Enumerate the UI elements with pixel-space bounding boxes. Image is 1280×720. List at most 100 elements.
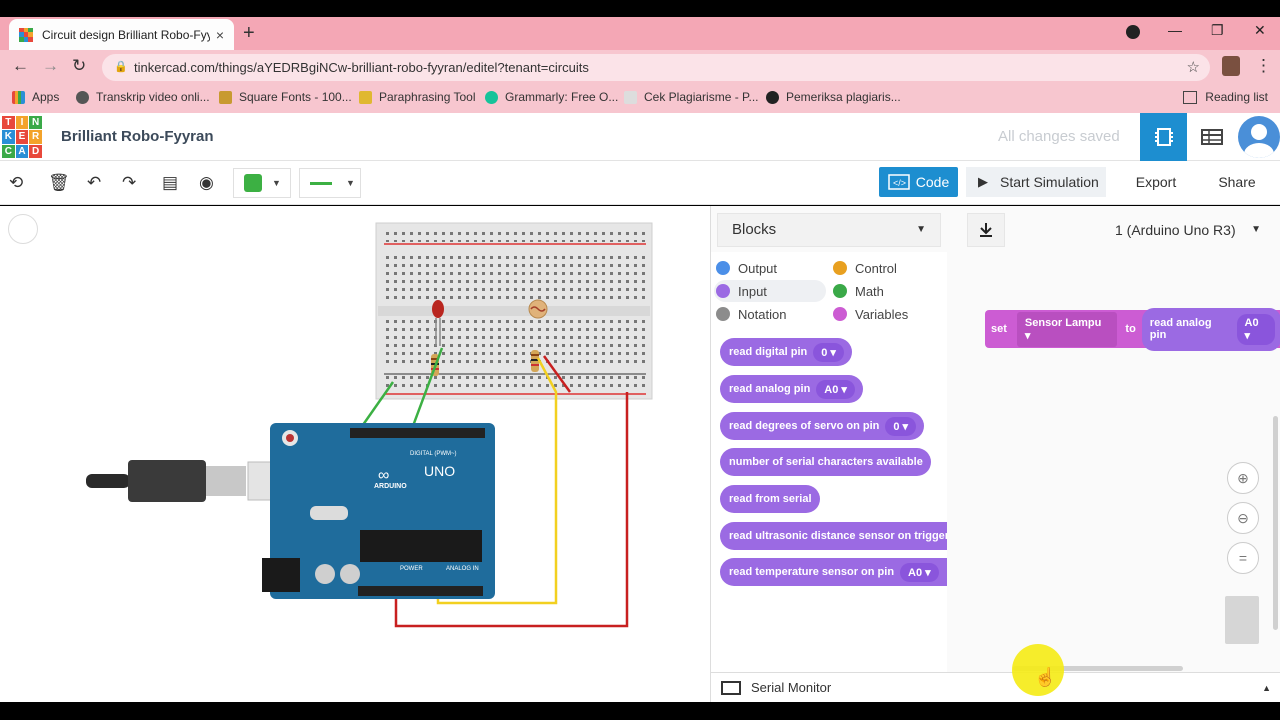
tab-title: Circuit design Brilliant Robo-Fyyran	[42, 27, 210, 42]
bookmark-square-fonts[interactable]: Square Fonts - 100...	[219, 90, 352, 104]
bookmark-label: Paraphrasing Tool	[379, 90, 476, 104]
wire-type-picker[interactable]: ▼	[299, 168, 361, 198]
media-control-icon[interactable]	[1126, 25, 1140, 39]
profile-avatar[interactable]	[1222, 56, 1240, 76]
breadboard[interactable]	[375, 222, 653, 400]
category-input[interactable]: Input	[714, 280, 826, 302]
board-name: UNO	[424, 463, 455, 479]
block-temperature[interactable]: read temperature sensor on pin A0 ▾	[720, 558, 947, 586]
block-label: read from serial	[729, 493, 812, 505]
bookmark-pemeriksa[interactable]: Pemeriksa plagiaris...	[766, 90, 901, 104]
category-output[interactable]: Output	[716, 257, 777, 279]
bookmark-apps[interactable]: Apps	[12, 90, 59, 104]
address-bar[interactable]: 🔒 tinkercad.com/things/aYEDRBgiNCw-brill…	[102, 54, 1210, 81]
tab-close-icon[interactable]: ×	[215, 26, 224, 43]
new-tab-button[interactable]: +	[243, 22, 255, 44]
export-button[interactable]: Export	[1135, 174, 1177, 190]
category-dot	[833, 261, 847, 275]
block-value: 0	[821, 346, 828, 359]
digital-header-label: DIGITAL (PWM~)	[410, 451, 457, 457]
arduino-board[interactable]: ∞ UNO ARDUINO DIGITAL (PWM~) ANALOG IN P…	[262, 423, 495, 599]
logo-letter: C	[2, 144, 15, 158]
table-icon	[1200, 129, 1223, 145]
reading-list[interactable]: Reading list	[1183, 90, 1268, 104]
bookmark-transkrip[interactable]: Transkrip video onli...	[76, 90, 210, 104]
browser-menu-icon[interactable]: ⋮	[1255, 56, 1272, 75]
category-notation[interactable]: Notation	[716, 303, 786, 325]
led[interactable]	[432, 300, 444, 346]
set-variable-block[interactable]: set Sensor Lampu ▾ to read analog pin A0…	[985, 307, 1280, 351]
category-variables[interactable]: Variables	[833, 303, 908, 325]
horizontal-scrollbar[interactable]	[1013, 666, 1183, 671]
undo-icon[interactable]: ↶	[87, 173, 102, 192]
block-read-serial[interactable]: read from serial	[720, 485, 820, 513]
notes-icon[interactable]: ▤	[162, 173, 179, 192]
code-button[interactable]: </> Code	[879, 167, 958, 197]
component-list-button[interactable]	[1188, 113, 1235, 161]
read-analog-pin-reporter[interactable]: read analog pin A0 ▾	[1141, 307, 1280, 351]
photoresistor[interactable]	[528, 299, 548, 319]
zoom-out-icon[interactable]: ⊖	[1227, 502, 1259, 534]
download-code-button[interactable]	[967, 213, 1005, 247]
grammarly-icon	[485, 90, 498, 104]
block-read-analog-pin[interactable]: read analog pin A0 ▾	[720, 375, 863, 403]
category-dot	[833, 284, 847, 298]
share-button[interactable]: Share	[1218, 174, 1256, 190]
window-close-icon[interactable]: ✕	[1254, 22, 1266, 38]
device-select[interactable]: 1 (Arduino Uno R3) ▼	[1101, 213, 1275, 247]
reload-icon[interactable]: ↻	[72, 56, 87, 75]
block-serial-available[interactable]: number of serial characters available	[720, 448, 931, 476]
bookmark-grammarly[interactable]: Grammarly: Free O...	[485, 90, 618, 104]
visibility-icon[interactable]: ◉	[199, 173, 214, 192]
reset-zoom-icon[interactable]: =	[1227, 542, 1259, 574]
browser-tab[interactable]: Circuit design Brilliant Robo-Fyyran ×	[9, 19, 234, 50]
tinkercad-header: T I N K E R C A D Brilliant Robo-Fyyran …	[0, 113, 1280, 161]
vertical-scrollbar[interactable]	[1273, 416, 1278, 630]
start-simulation-button[interactable]: ▶ Start Simulation	[966, 167, 1106, 197]
category-math[interactable]: Math	[833, 280, 884, 302]
redo-icon[interactable]: ↷	[122, 173, 137, 192]
user-avatar[interactable]	[1238, 116, 1280, 158]
resistor[interactable]	[531, 350, 539, 372]
variable-dropdown[interactable]: Sensor Lampu ▾	[1016, 311, 1118, 347]
block-value: A0	[824, 383, 839, 396]
tinkercad-logo[interactable]: T I N K E R C A D	[2, 116, 42, 158]
back-icon[interactable]: ←	[12, 56, 29, 75]
wire-style-icon	[310, 181, 332, 185]
zoom-in-icon[interactable]: ⊕	[1227, 462, 1259, 494]
editor-mode-select[interactable]: Blocks ▼	[717, 213, 941, 247]
trash-icon[interactable]	[1225, 596, 1259, 644]
color-picker[interactable]: ▼	[233, 168, 291, 198]
pin-value: A0	[1244, 316, 1259, 329]
serial-monitor-bar[interactable]: Serial Monitor ▲	[711, 672, 1280, 702]
category-control[interactable]: Control	[833, 257, 897, 279]
minimize-icon[interactable]: —	[1168, 22, 1182, 38]
block-read-digital-pin[interactable]: read digital pin 0 ▾	[720, 338, 852, 366]
circuit-canvas[interactable]: ∞ UNO ARDUINO DIGITAL (PWM~) ANALOG IN P…	[0, 206, 710, 702]
bookmark-label: Pemeriksa plagiaris...	[786, 90, 901, 104]
delete-icon[interactable]: 🗑	[48, 173, 70, 192]
project-name[interactable]: Brilliant Robo-Fyyran	[61, 128, 214, 145]
bookmark-cek-plagiarisme[interactable]: Cek Plagiarisme - P...	[624, 90, 759, 104]
circuit-view-button[interactable]	[1140, 113, 1187, 161]
url-text: tinkercad.com/things/aYEDRBgiNCw-brillia…	[134, 60, 589, 75]
block-ultrasonic[interactable]: read ultrasonic distance sensor on trigg…	[720, 522, 947, 550]
rotate-icon[interactable]: ⟲	[9, 173, 24, 192]
block-read-servo-degrees[interactable]: read degrees of servo on pin 0 ▾	[720, 412, 925, 440]
forward-icon[interactable]: →	[42, 56, 59, 75]
chevron-up-icon[interactable]: ▲	[1262, 682, 1271, 693]
bookmark-label: Cek Plagiarisme - P...	[644, 90, 759, 104]
bookmark-paraphrasing[interactable]: Paraphrasing Tool	[359, 90, 476, 104]
hand-cursor-icon: ☝	[1034, 667, 1057, 687]
block-label: read digital pin	[729, 346, 808, 358]
logo-letter: A	[15, 144, 29, 158]
chevron-down-icon: ▼	[346, 178, 355, 188]
block-value: A0	[908, 566, 923, 579]
bookmark-star-icon[interactable]: ☆	[1186, 59, 1200, 76]
code-workspace[interactable]: set Sensor Lampu ▾ to read analog pin A0…	[947, 252, 1280, 672]
svg-text:∞: ∞	[378, 467, 389, 484]
maximize-icon[interactable]: ❐	[1211, 22, 1224, 38]
lock-icon: 🔒	[114, 61, 128, 73]
device-label: 1 (Arduino Uno R3)	[1115, 222, 1236, 238]
fit-view-icon[interactable]	[8, 214, 38, 244]
